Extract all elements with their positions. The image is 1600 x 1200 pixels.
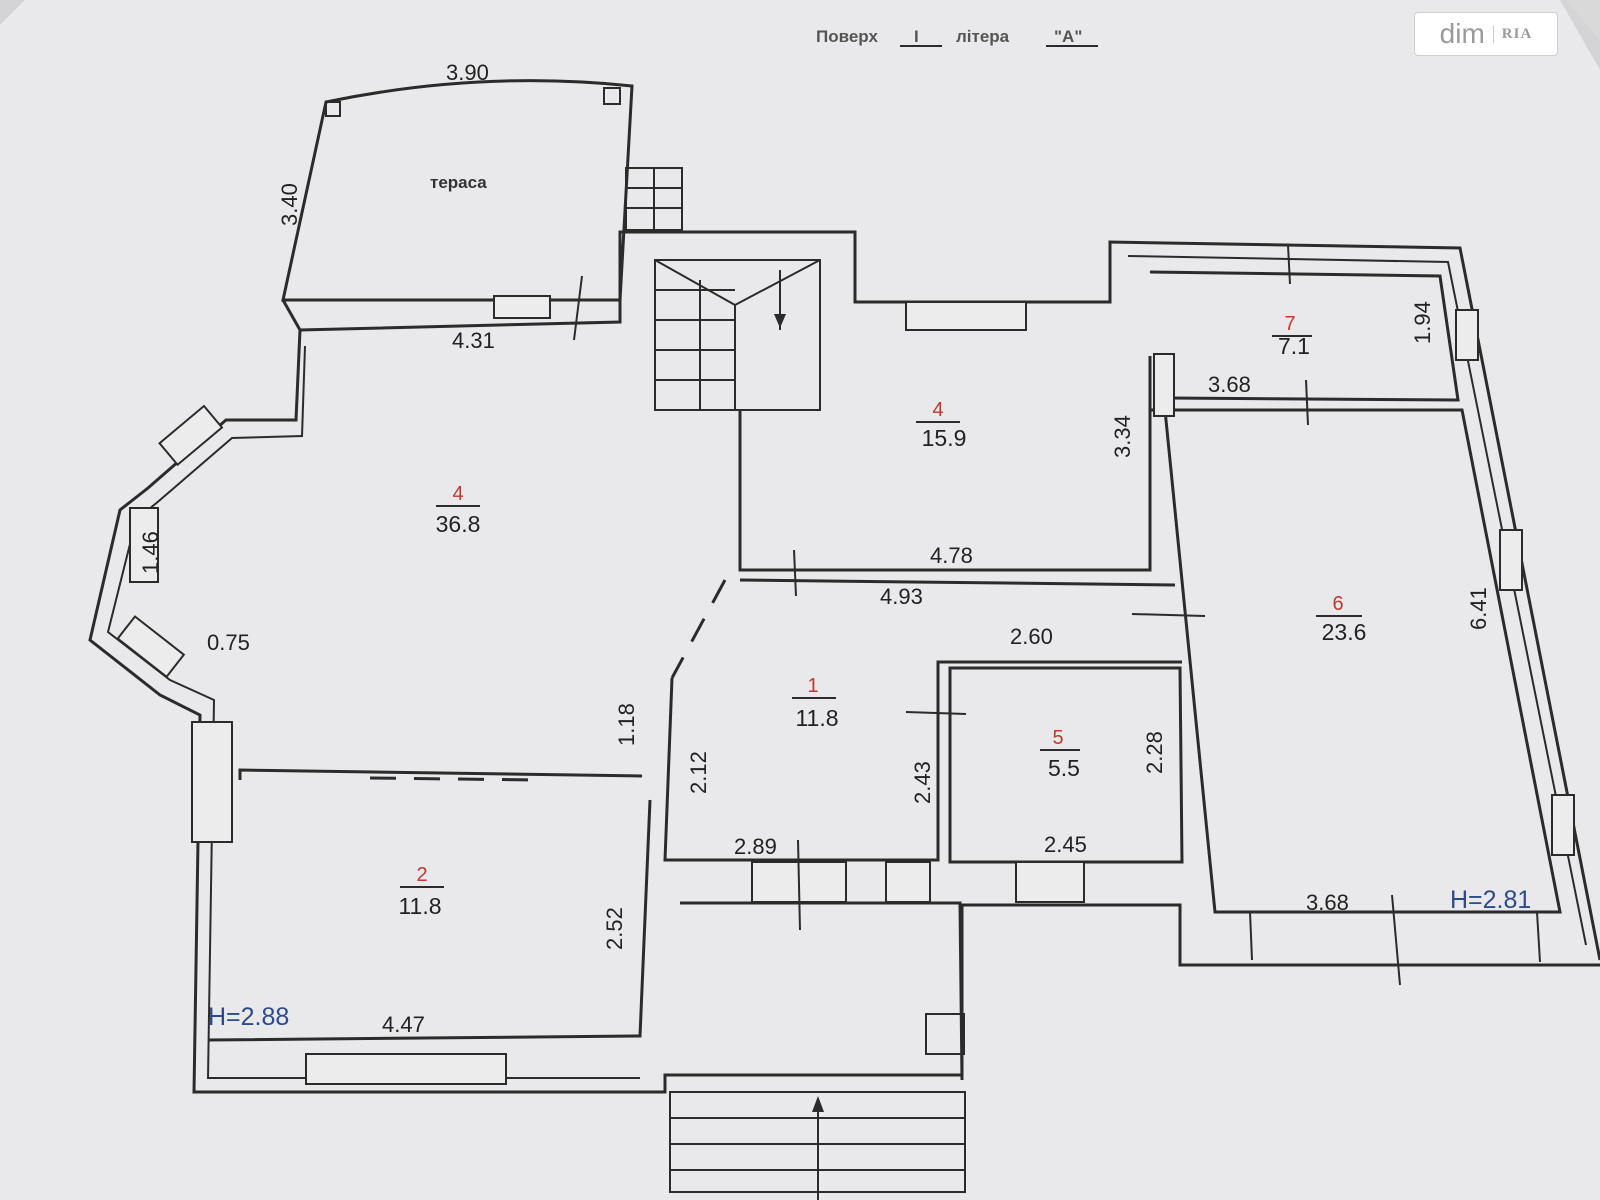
dim-small-room-width: 3.68 <box>1208 372 1251 397</box>
room-number: 1 <box>807 675 818 697</box>
room-area: 5.5 <box>1048 755 1080 781</box>
room-area: 36.8 <box>436 511 481 537</box>
dim-bay-side: 1.46 <box>138 531 163 574</box>
dim-entry-bottom: 2.89 <box>734 834 777 859</box>
letter-label: літера <box>956 27 1010 46</box>
dim-hall-depth: 3.34 <box>1110 415 1135 458</box>
entrance-steps <box>669 1091 966 1200</box>
room-labels: 4 36.8 4 15.9 1 11.8 5 5.5 2 11.8 6 23.6… <box>398 313 1366 919</box>
terrace-label: тераса <box>430 173 487 192</box>
dim-bath-right: 2.28 <box>1142 731 1167 774</box>
room-area: 7.1 <box>1278 333 1310 359</box>
dim-bath-bottom: 2.45 <box>1044 832 1087 857</box>
room-area: 23.6 <box>1322 619 1367 645</box>
room-area: 15.9 <box>922 425 967 451</box>
dim-ria-watermark: dim RIA <box>1414 12 1558 56</box>
room-number: 5 <box>1052 727 1063 749</box>
room-number: 7 <box>1284 313 1295 335</box>
dimension-labels: 3.90 3.40 4.31 1.46 0.75 1.18 4.78 3.34 … <box>138 60 1491 1037</box>
letter-value: "А" <box>1054 27 1082 46</box>
terrace: тераса <box>281 79 683 319</box>
dim-bath-left: 2.43 <box>910 761 935 804</box>
windows <box>116 244 1575 1085</box>
room-number: 6 <box>1332 593 1343 615</box>
room-area: 11.8 <box>398 893 441 919</box>
dim-entry-side: 2.12 <box>686 751 711 794</box>
dim-bay-step: 0.75 <box>207 630 250 655</box>
floor-label: Поверх <box>816 27 878 46</box>
room-number: 2 <box>416 864 427 886</box>
dim-bedroom-bottom: 4.47 <box>382 1012 425 1037</box>
dim-living-side: 1.18 <box>614 703 639 746</box>
dim-bath-top: 2.60 <box>1010 624 1053 649</box>
staircase <box>654 259 821 411</box>
dim-terrace-width: 3.90 <box>446 60 489 85</box>
room-area: 11.8 <box>795 705 838 731</box>
dim-large-room-depth: 6.41 <box>1466 587 1491 630</box>
dim-hall-width: 4.78 <box>930 543 973 568</box>
interior-walls <box>207 270 1562 1081</box>
height-right: H=2.81 <box>1450 886 1531 914</box>
dim-living-top: 4.31 <box>452 328 495 353</box>
floor-value: I <box>914 27 919 46</box>
height-left: H=2.88 <box>208 1003 289 1031</box>
room-number: 4 <box>932 399 943 421</box>
dim-corridor-width: 4.93 <box>880 584 923 609</box>
dim-small-room-depth: 1.94 <box>1410 301 1435 344</box>
watermark-suffix: RIA <box>1492 25 1533 43</box>
dim-bedroom-side: 2.52 <box>602 907 627 950</box>
outer-walls <box>88 230 1600 1094</box>
dim-terrace-depth: 3.40 <box>277 183 302 226</box>
watermark-brand: dim <box>1439 18 1485 49</box>
room-number: 4 <box>452 483 463 505</box>
dim-large-room-bottom: 3.68 <box>1306 890 1349 915</box>
stair-arrow-head <box>774 314 786 328</box>
